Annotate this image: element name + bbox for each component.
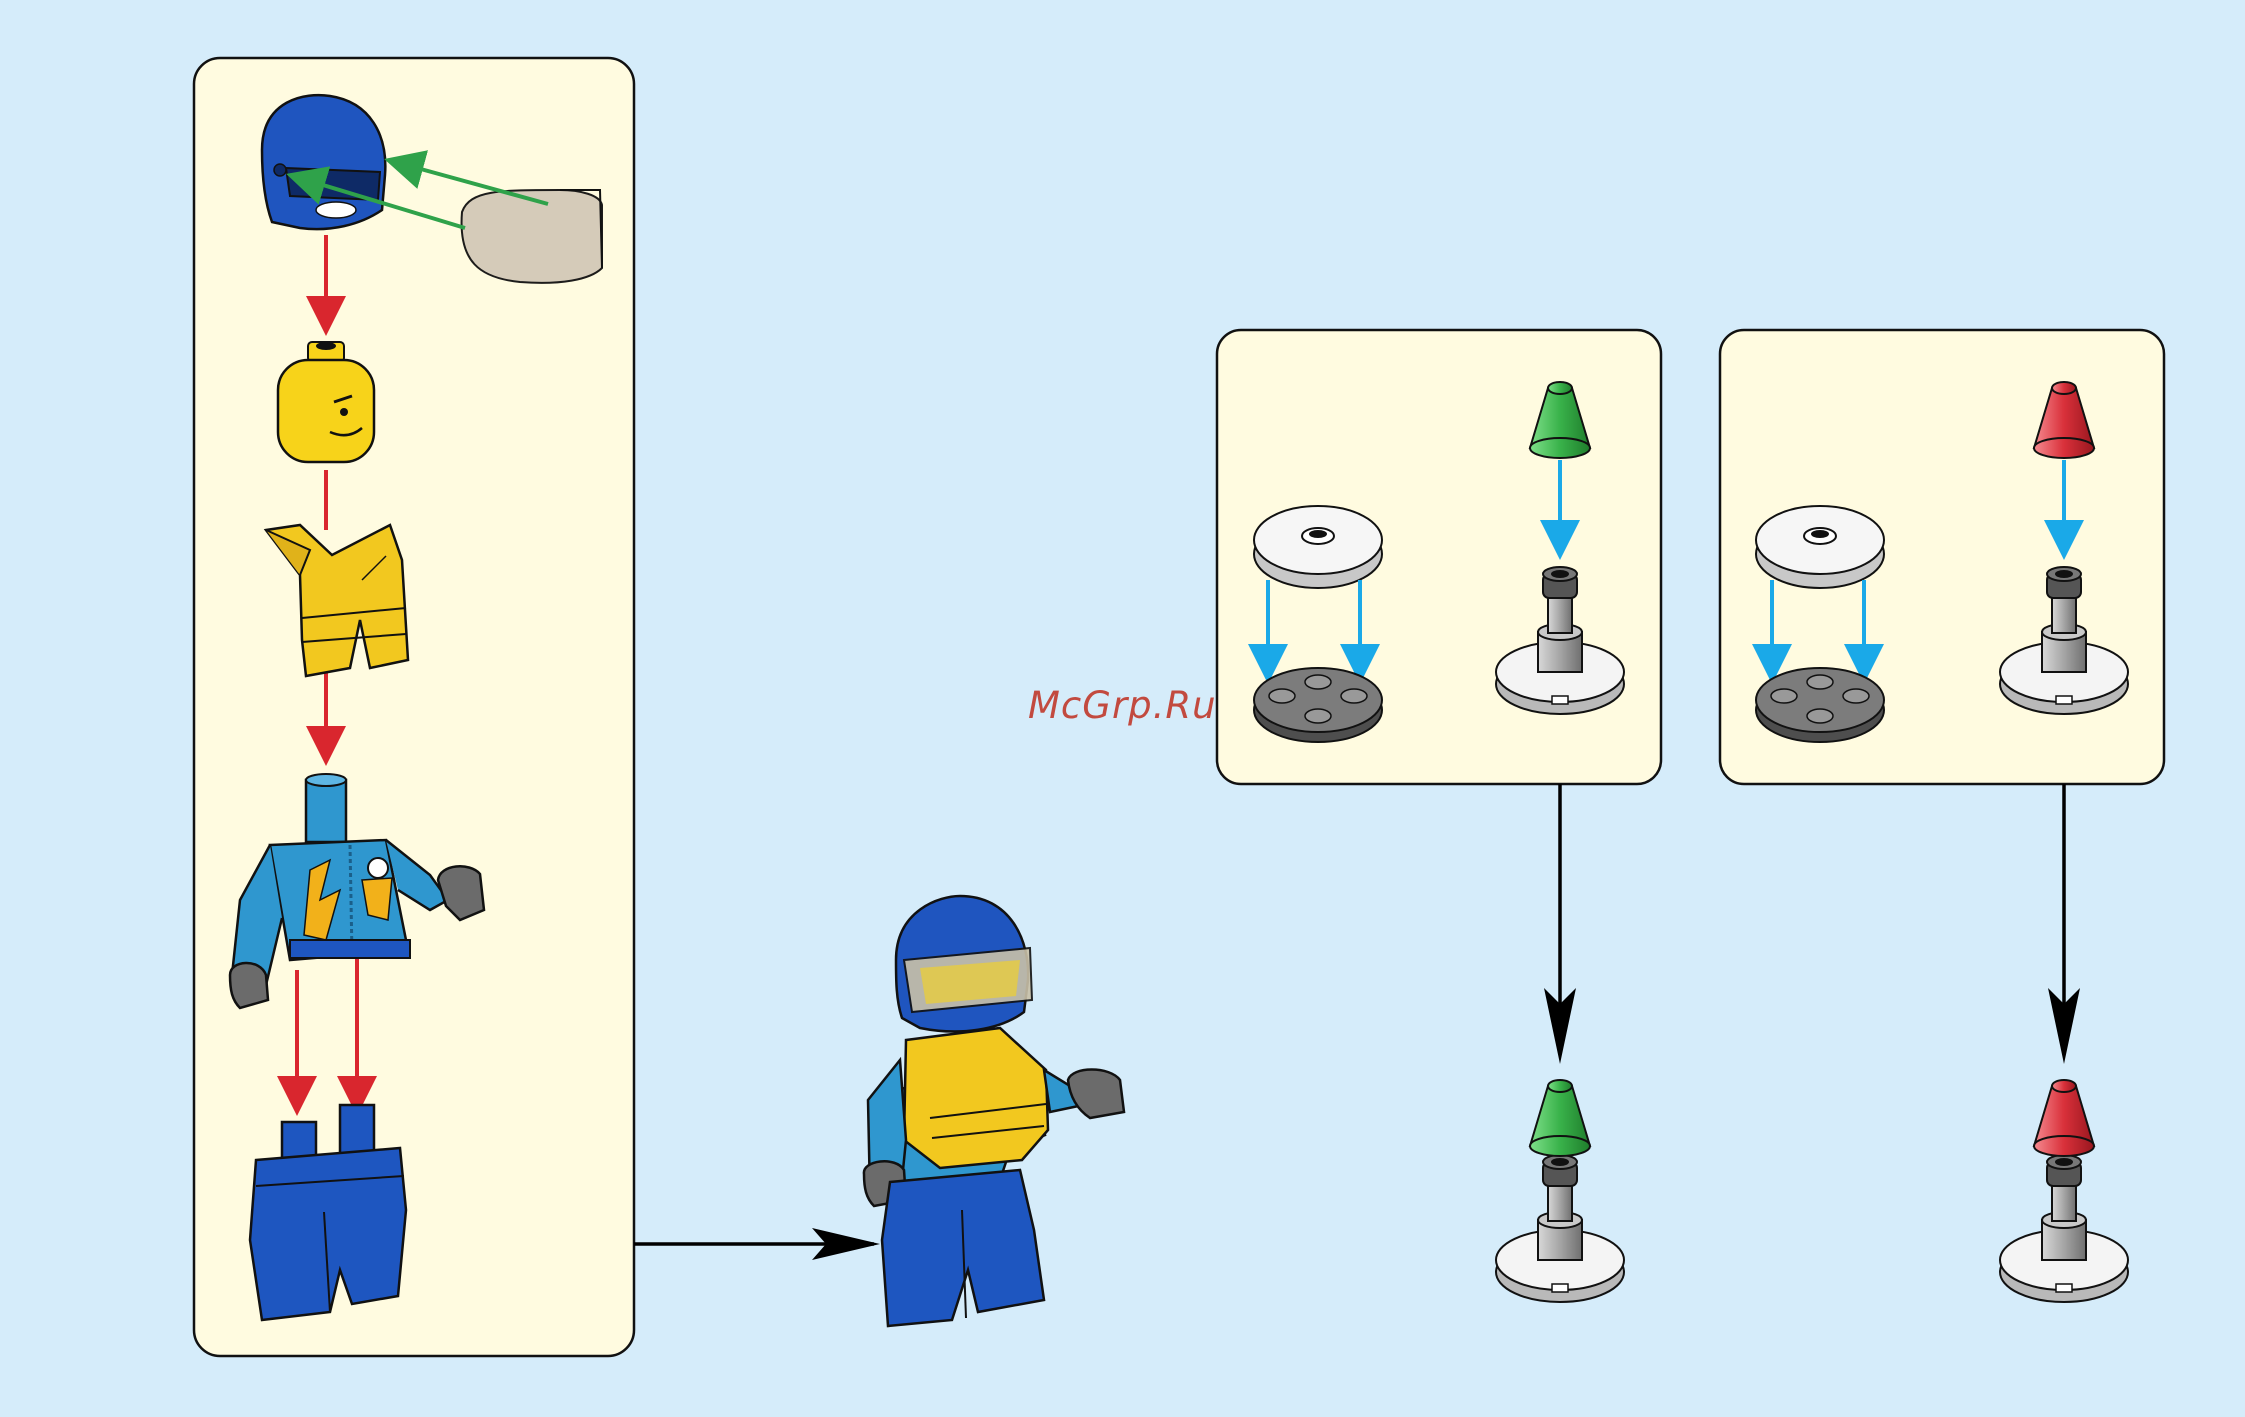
helmet-part xyxy=(262,95,385,229)
red-light-assembly-panel xyxy=(1720,330,2164,784)
green-light-assembly-panel xyxy=(1217,330,1661,784)
round-tile-part xyxy=(1756,506,1884,588)
watermark-text: McGrp.Ru xyxy=(1028,684,1217,727)
minifigure-assembly-panel xyxy=(194,58,634,1356)
round-plate-part xyxy=(1756,668,1884,742)
visor-part xyxy=(462,190,602,283)
finished-red-signal-light xyxy=(2000,1080,2128,1302)
round-plate-part xyxy=(1254,668,1382,742)
finished-minifigure xyxy=(864,896,1124,1326)
finished-green-signal-light xyxy=(1496,1080,1624,1302)
round-tile-part xyxy=(1254,506,1382,588)
